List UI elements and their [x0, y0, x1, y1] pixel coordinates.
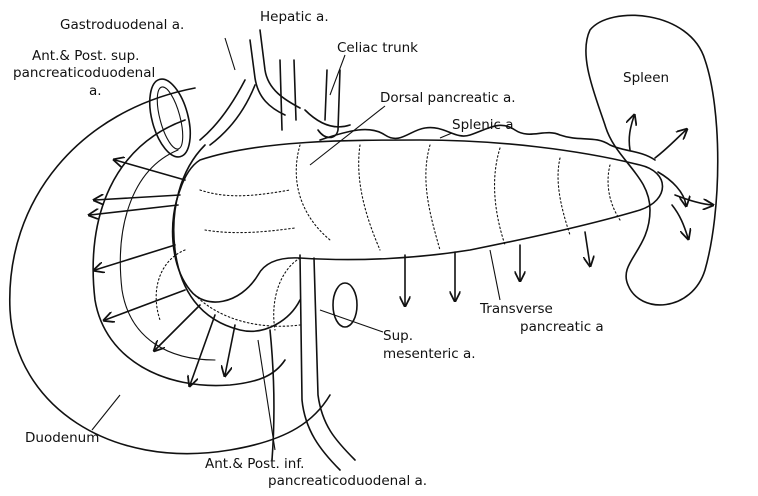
common-hepatic-artery [305, 110, 350, 127]
leader-duodenum [92, 395, 120, 430]
label-hepatic: Hepatic a. [260, 9, 329, 25]
pd-arrow-6 [155, 305, 200, 350]
mesenteric-vessel-ring [333, 283, 357, 327]
leader-sup-mesenteric [320, 310, 383, 332]
superior-mesenteric-artery [300, 255, 355, 470]
label-celiac: Celiac trunk [337, 40, 418, 56]
pd-arrow-2 [95, 195, 180, 200]
hepatic-artery [250, 30, 300, 115]
label-dorsal: Dorsal pancreatic a. [380, 90, 516, 106]
pd-arrow-7 [190, 315, 215, 385]
pd-arrow-1 [115, 160, 185, 180]
label-transverse-1: Transverse [479, 301, 553, 317]
leader-gastroduodenal [225, 38, 235, 70]
label-sup-mes-2: mesenteric a. [383, 346, 476, 362]
leader-celiac [330, 55, 345, 95]
label-ant-post-inf-2: pancreaticoduodenal a. [268, 473, 427, 489]
duodenum-outline-inner [93, 120, 285, 386]
pd-arrow-4 [95, 245, 175, 270]
label-transverse-2: pancreatic a [520, 319, 604, 335]
transverse-arrow-4 [585, 232, 590, 265]
pd-arrow-5 [105, 290, 185, 320]
label-ant-post-sup-2: pancreaticoduodenal [13, 65, 155, 81]
duodenum-wall-line [120, 150, 215, 360]
spleen-outline [586, 15, 718, 305]
leader-dorsal [310, 106, 385, 165]
splenic-branch-4 [675, 195, 712, 205]
splenic-branch-5 [672, 205, 688, 238]
splenic-branch-2 [655, 130, 686, 158]
splenic-branch-1 [629, 116, 634, 150]
label-sup-mes-1: Sup. [383, 328, 413, 344]
leader-splenic [440, 133, 452, 138]
label-ant-post-sup-1: Ant.& Post. sup. [32, 48, 139, 64]
pancreas-outline [173, 140, 663, 302]
label-gastroduodenal: Gastroduodenal a. [60, 17, 184, 33]
label-duodenum: Duodenum [25, 430, 99, 446]
leader-transverse [490, 250, 500, 300]
label-ant-post-sup-3: a. [89, 83, 102, 99]
portal-vein [280, 60, 296, 130]
label-spleen: Spleen [623, 70, 669, 86]
duodenal-bulb-outer [142, 75, 197, 162]
label-splenic: Splenic a [452, 117, 514, 133]
gastroduodenal-artery [200, 80, 255, 145]
label-ant-post-inf-1: Ant.& Post. inf. [205, 456, 304, 472]
pd-arrow-8 [225, 325, 235, 375]
pd-arcade [174, 145, 300, 331]
pd-arrow-3 [90, 205, 178, 215]
